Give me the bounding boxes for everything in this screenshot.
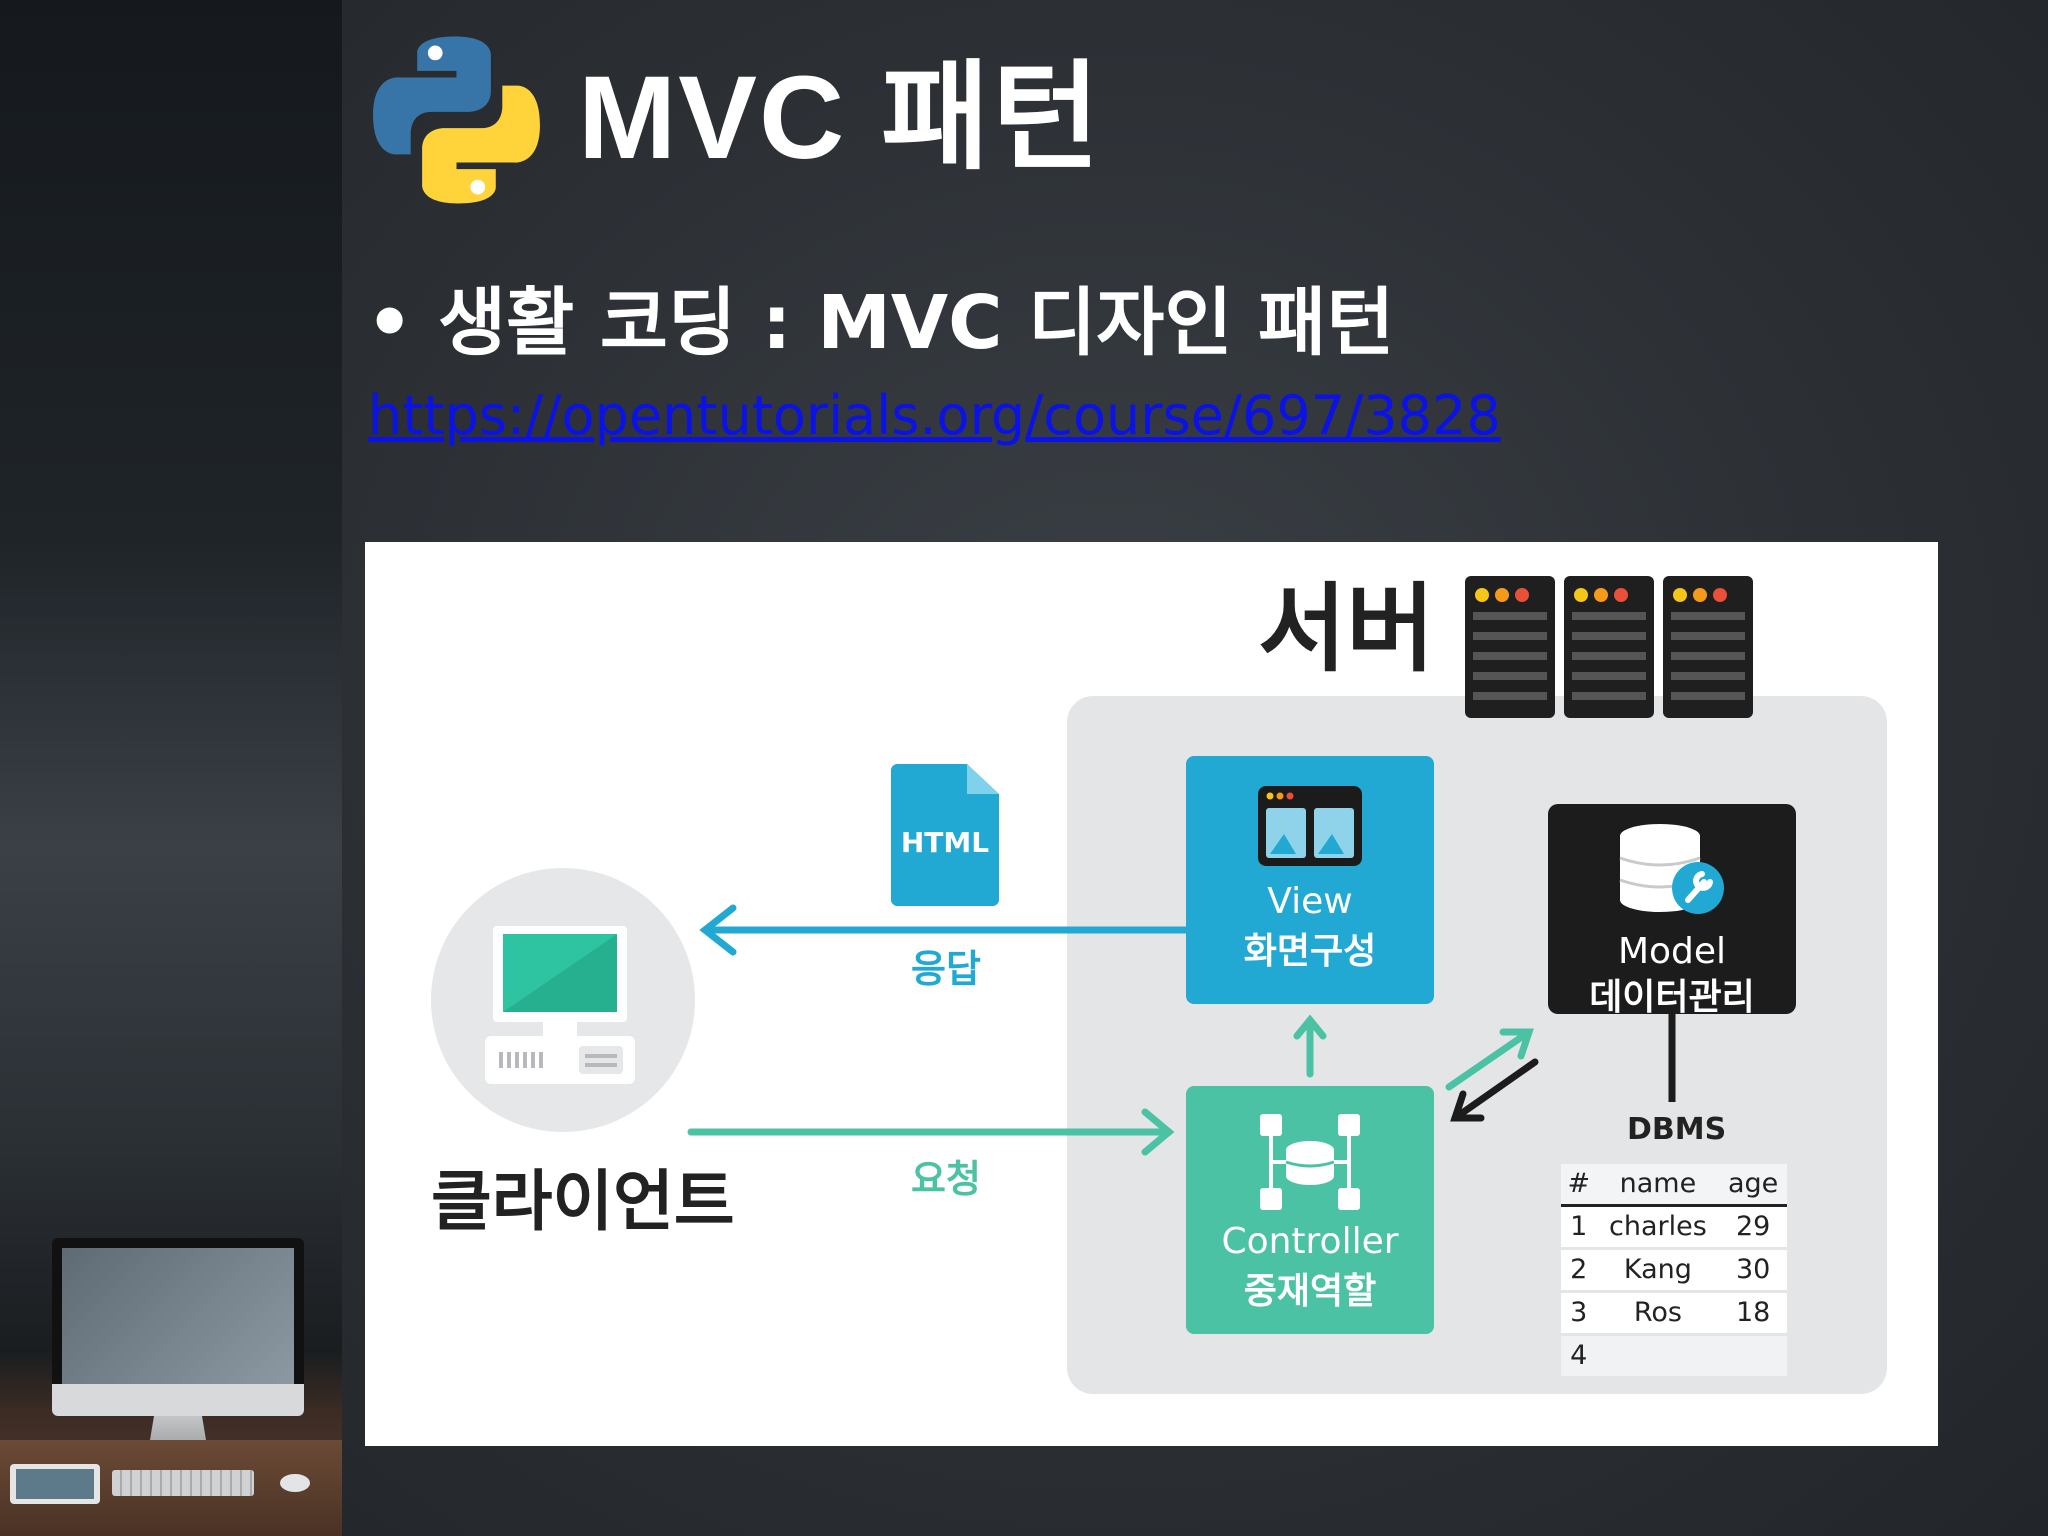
view-title: View — [1267, 881, 1353, 922]
model-title: Model — [1617, 931, 1727, 972]
controller-box: Controller 중재역할 — [1186, 1086, 1434, 1334]
model-box: Model 데이터관리 — [1548, 804, 1796, 1018]
dbms-label: DBMS — [1627, 1112, 1727, 1147]
table-cell: Kang — [1596, 1248, 1720, 1293]
table-cell: Ros — [1596, 1291, 1720, 1336]
model-subtitle: 데이터관리 — [1589, 977, 1755, 1018]
diagram-arrows — [687, 904, 1676, 1156]
html-file-icon — [891, 764, 999, 906]
client-circle — [431, 868, 695, 1132]
reference-link[interactable]: https://opentutorials.org/course/697/382… — [368, 384, 1501, 447]
table-row: 4 — [1561, 1334, 1787, 1379]
controller-title: Controller — [1221, 1221, 1399, 1262]
bullet-text: 생활 코딩 : MVC 디자인 패턴 — [438, 280, 1395, 366]
browser-window-icon — [1258, 786, 1362, 866]
client-label: 클라이언트 — [431, 1163, 735, 1240]
request-arrow — [687, 1108, 1175, 1156]
desktop-computer-icon — [485, 926, 635, 1084]
mvc-diagram: 서버 클라이언트 HTML 응답 요청 — [365, 542, 1938, 1446]
controller-to-model-arrow — [1445, 1028, 1534, 1091]
table-cell — [1719, 1334, 1787, 1379]
table-header-cell: age — [1719, 1164, 1787, 1207]
table-cell: 4 — [1561, 1334, 1597, 1379]
dbms-table: # name age 1 charles 29 2 Kang 30 3 Ros … — [1561, 1164, 1787, 1379]
response-arrow — [699, 904, 1190, 956]
tablet-image — [10, 1464, 100, 1504]
view-box: View 화면구성 — [1186, 756, 1434, 1004]
imac-image — [52, 1238, 304, 1458]
bullet-dot-icon: • — [366, 280, 414, 366]
table-row: 1 charles 29 — [1561, 1205, 1787, 1250]
table-cell: 18 — [1719, 1291, 1787, 1336]
view-subtitle: 화면구성 — [1243, 931, 1377, 972]
controller-subtitle: 중재역할 — [1243, 1271, 1377, 1312]
table-row: 3 Ros 18 — [1561, 1291, 1787, 1336]
table-header-cell: # — [1561, 1164, 1597, 1207]
table-cell: 1 — [1561, 1205, 1597, 1250]
table-cell: 2 — [1561, 1248, 1597, 1293]
database-wrench-icon — [1619, 824, 1724, 914]
table-row: 2 Kang 30 — [1561, 1248, 1787, 1293]
table-header-row: # name age — [1561, 1164, 1787, 1207]
table-header-cell: name — [1596, 1164, 1720, 1207]
model-to-controller-arrow — [1450, 1058, 1539, 1122]
table-cell: 29 — [1719, 1205, 1787, 1250]
controller-to-view-arrow — [1293, 1014, 1327, 1078]
server-label: 서버 — [1258, 573, 1435, 685]
slide-title: MVC 패턴 — [578, 52, 1103, 184]
server-rack-icon — [1663, 576, 1753, 718]
html-badge-label: HTML — [900, 826, 990, 859]
keyboard-image — [112, 1470, 254, 1496]
server-rack-icon — [1564, 576, 1654, 718]
python-logo-icon — [373, 36, 540, 204]
table-cell: charles — [1596, 1205, 1720, 1250]
request-label: 요청 — [911, 1157, 981, 1201]
response-label: 응답 — [911, 947, 981, 991]
bullet-item: • 생활 코딩 : MVC 디자인 패턴 — [366, 278, 1394, 368]
network-database-icon — [1260, 1114, 1360, 1210]
server-rack-icon — [1465, 576, 1555, 718]
table-cell — [1596, 1334, 1720, 1379]
mouse-image — [280, 1474, 310, 1492]
table-cell: 30 — [1719, 1248, 1787, 1293]
table-cell: 3 — [1561, 1291, 1597, 1336]
